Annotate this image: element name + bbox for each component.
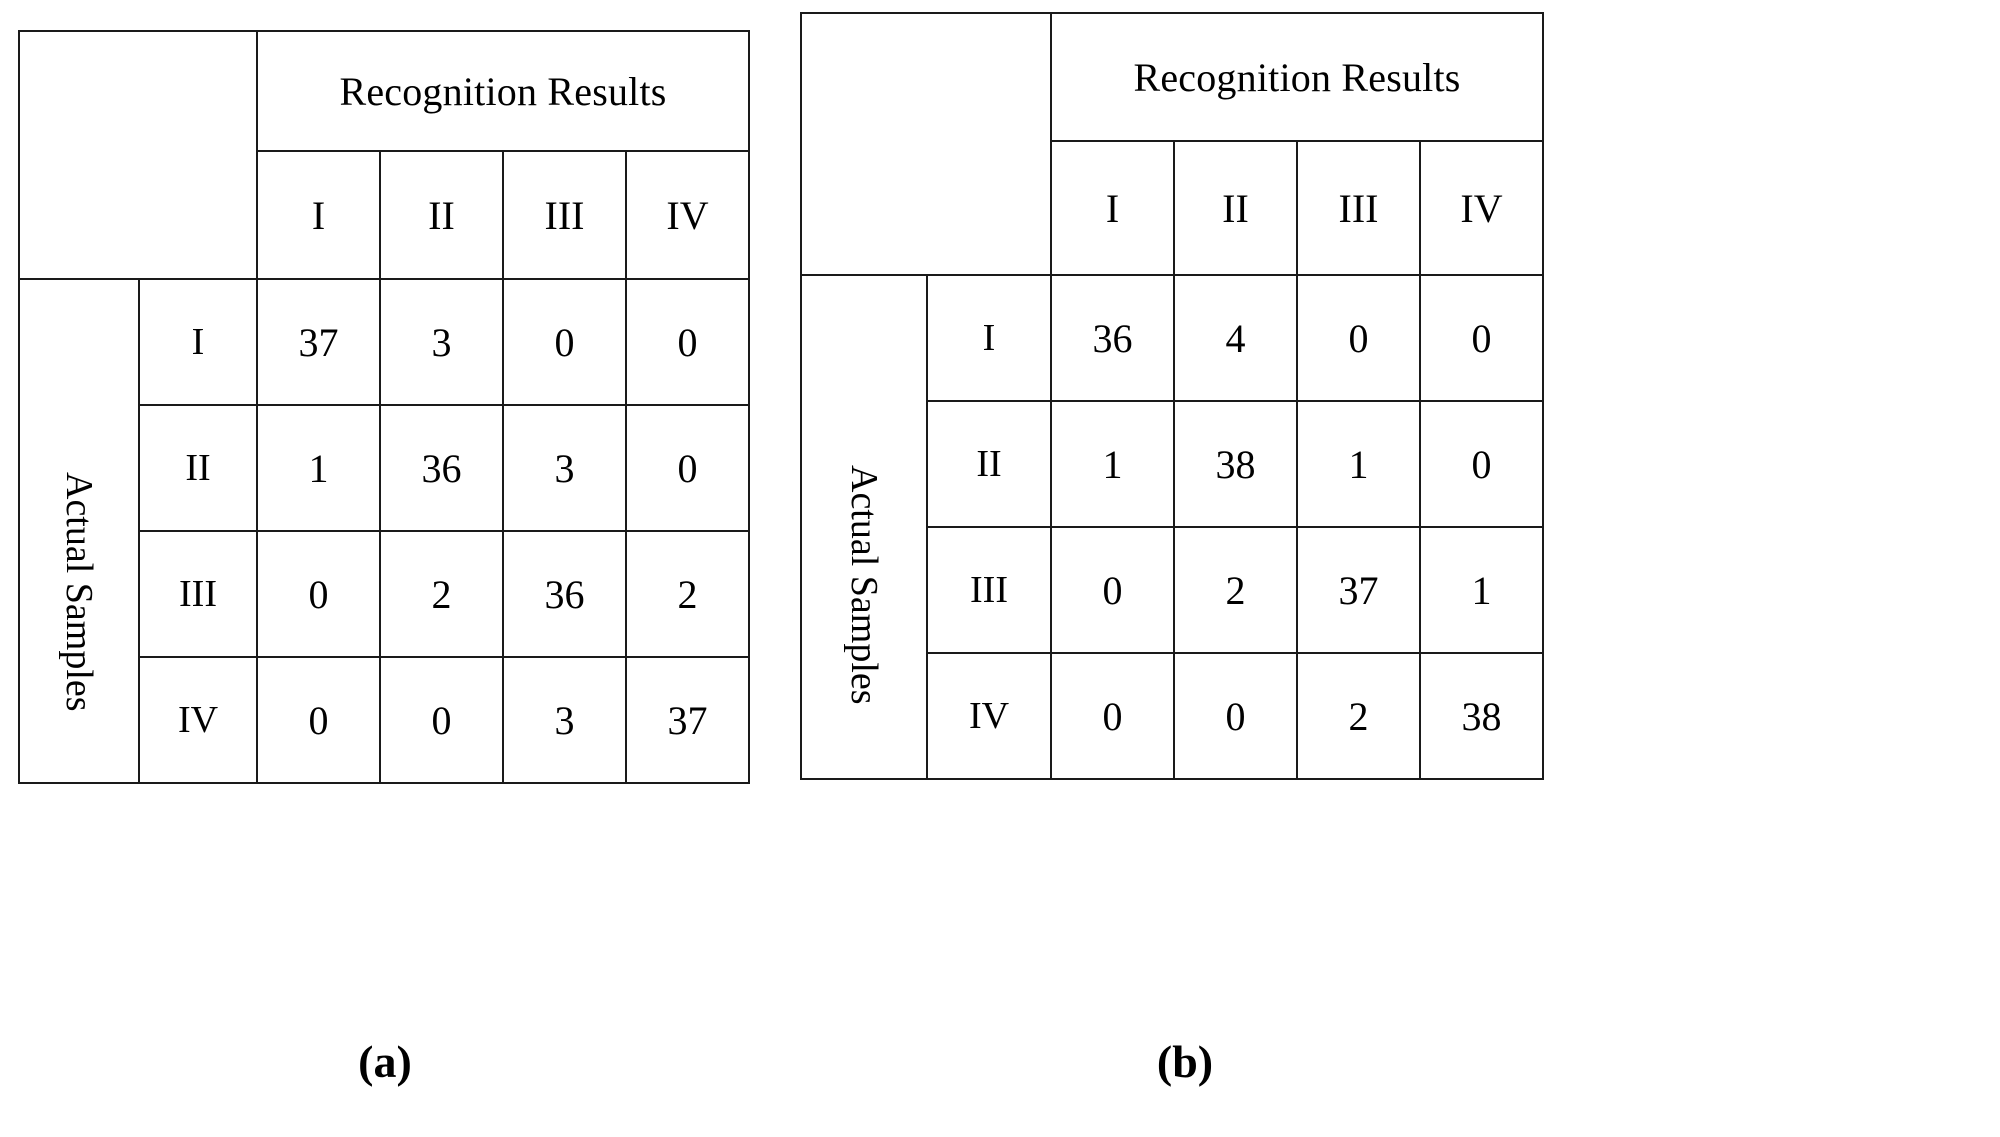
table-row: Actual Samples I 36 4 0 0 (800, 274, 1544, 780)
confusion-matrix-panel-b: Recognition Results I II III IV Actual S… (800, 12, 1544, 780)
cell-b-r3c1: 0 (1050, 526, 1175, 654)
cell-a-r1c4: 0 (625, 278, 750, 406)
cell-b-r4c3: 2 (1296, 652, 1421, 780)
cell-b-r1c1: 36 (1050, 274, 1175, 402)
table-row: II 1 38 1 0 (801, 400, 1544, 528)
column-header-b-2: II (1173, 140, 1298, 276)
cell-a-r4c2: 0 (379, 656, 504, 784)
corner-blank-cell-b (800, 12, 1052, 276)
cell-a-r1c2: 3 (379, 278, 504, 406)
column-header-b-3: III (1296, 140, 1421, 276)
cell-b-r1c2: 4 (1173, 274, 1298, 402)
table-row: IV 0 0 3 37 (19, 656, 750, 784)
column-header-a-1: I (256, 150, 381, 280)
cell-b-r4c4: 38 (1419, 652, 1544, 780)
cell-b-r2c2: 38 (1173, 400, 1298, 528)
row-header-a-4: IV (138, 656, 258, 784)
confusion-matrix-panel-a: Recognition Results I II III IV Actual S… (18, 30, 750, 784)
cell-a-r3c4: 2 (625, 530, 750, 658)
corner-blank-cell-a (18, 30, 258, 280)
cell-a-r2c2: 36 (379, 404, 504, 532)
table-row: III 0 2 37 1 (801, 526, 1544, 654)
column-header-a-4: IV (625, 150, 750, 280)
cell-b-r1c4: 0 (1419, 274, 1544, 402)
column-header-a-2: II (379, 150, 504, 280)
column-header-b-1: I (1050, 140, 1175, 276)
column-header-b-4: IV (1419, 140, 1544, 276)
row-header-a-2: II (138, 404, 258, 532)
column-header-a-3: III (502, 150, 627, 280)
cell-a-r3c2: 2 (379, 530, 504, 658)
table-row: III 0 2 36 2 (19, 530, 750, 658)
cell-b-r4c2: 0 (1173, 652, 1298, 780)
cell-b-r3c4: 1 (1419, 526, 1544, 654)
confusion-matrix-table-b: Recognition Results I II III IV Actual S… (800, 12, 1544, 780)
table-row-group-header: Recognition Results (18, 30, 750, 280)
table-row-column-headers-b: I II III IV (801, 140, 1544, 276)
row-header-b-3: III (926, 526, 1052, 654)
column-group-header-b: Recognition Results (1050, 12, 1544, 142)
table-row: II 1 36 3 0 (19, 404, 750, 532)
cell-b-r2c3: 1 (1296, 400, 1421, 528)
cell-b-r3c3: 37 (1296, 526, 1421, 654)
table-row-group-header: Recognition Results (800, 12, 1544, 276)
cell-a-r4c3: 3 (502, 656, 627, 784)
row-header-b-4: IV (926, 652, 1052, 780)
cell-a-r2c4: 0 (625, 404, 750, 532)
column-group-header-a: Recognition Results (256, 30, 750, 152)
cell-a-r3c1: 0 (256, 530, 381, 658)
table-row: IV 0 0 2 38 (801, 652, 1544, 780)
cell-a-r3c3: 36 (502, 530, 627, 658)
cell-a-r1c3: 0 (502, 278, 627, 406)
row-header-a-3: III (138, 530, 258, 658)
row-group-header-a: Actual Samples (18, 278, 140, 784)
row-group-header-b: Actual Samples (800, 274, 928, 780)
table-row: Actual Samples I 37 3 0 0 (18, 278, 750, 784)
row-header-b-1: I (926, 274, 1052, 402)
cell-a-r1c1: 37 (256, 278, 381, 406)
row-header-b-2: II (926, 400, 1052, 528)
panel-caption-a: (a) (358, 1036, 412, 1087)
cell-b-r4c1: 0 (1050, 652, 1175, 780)
row-group-header-label-b: Actual Samples (843, 465, 885, 705)
row-header-a-1: I (138, 278, 258, 406)
cell-b-r2c1: 1 (1050, 400, 1175, 528)
cell-b-r1c3: 0 (1296, 274, 1421, 402)
panel-caption-b: (b) (1156, 1036, 1214, 1087)
cell-a-r2c3: 3 (502, 404, 627, 532)
cell-b-r3c2: 2 (1173, 526, 1298, 654)
row-group-header-label-a: Actual Samples (58, 472, 100, 712)
table-row-column-headers-a: I II III IV (19, 150, 750, 280)
cell-b-r2c4: 0 (1419, 400, 1544, 528)
cell-a-r2c1: 1 (256, 404, 381, 532)
cell-a-r4c1: 0 (256, 656, 381, 784)
confusion-matrix-table-a: Recognition Results I II III IV Actual S… (18, 30, 750, 784)
cell-a-r4c4: 37 (625, 656, 750, 784)
